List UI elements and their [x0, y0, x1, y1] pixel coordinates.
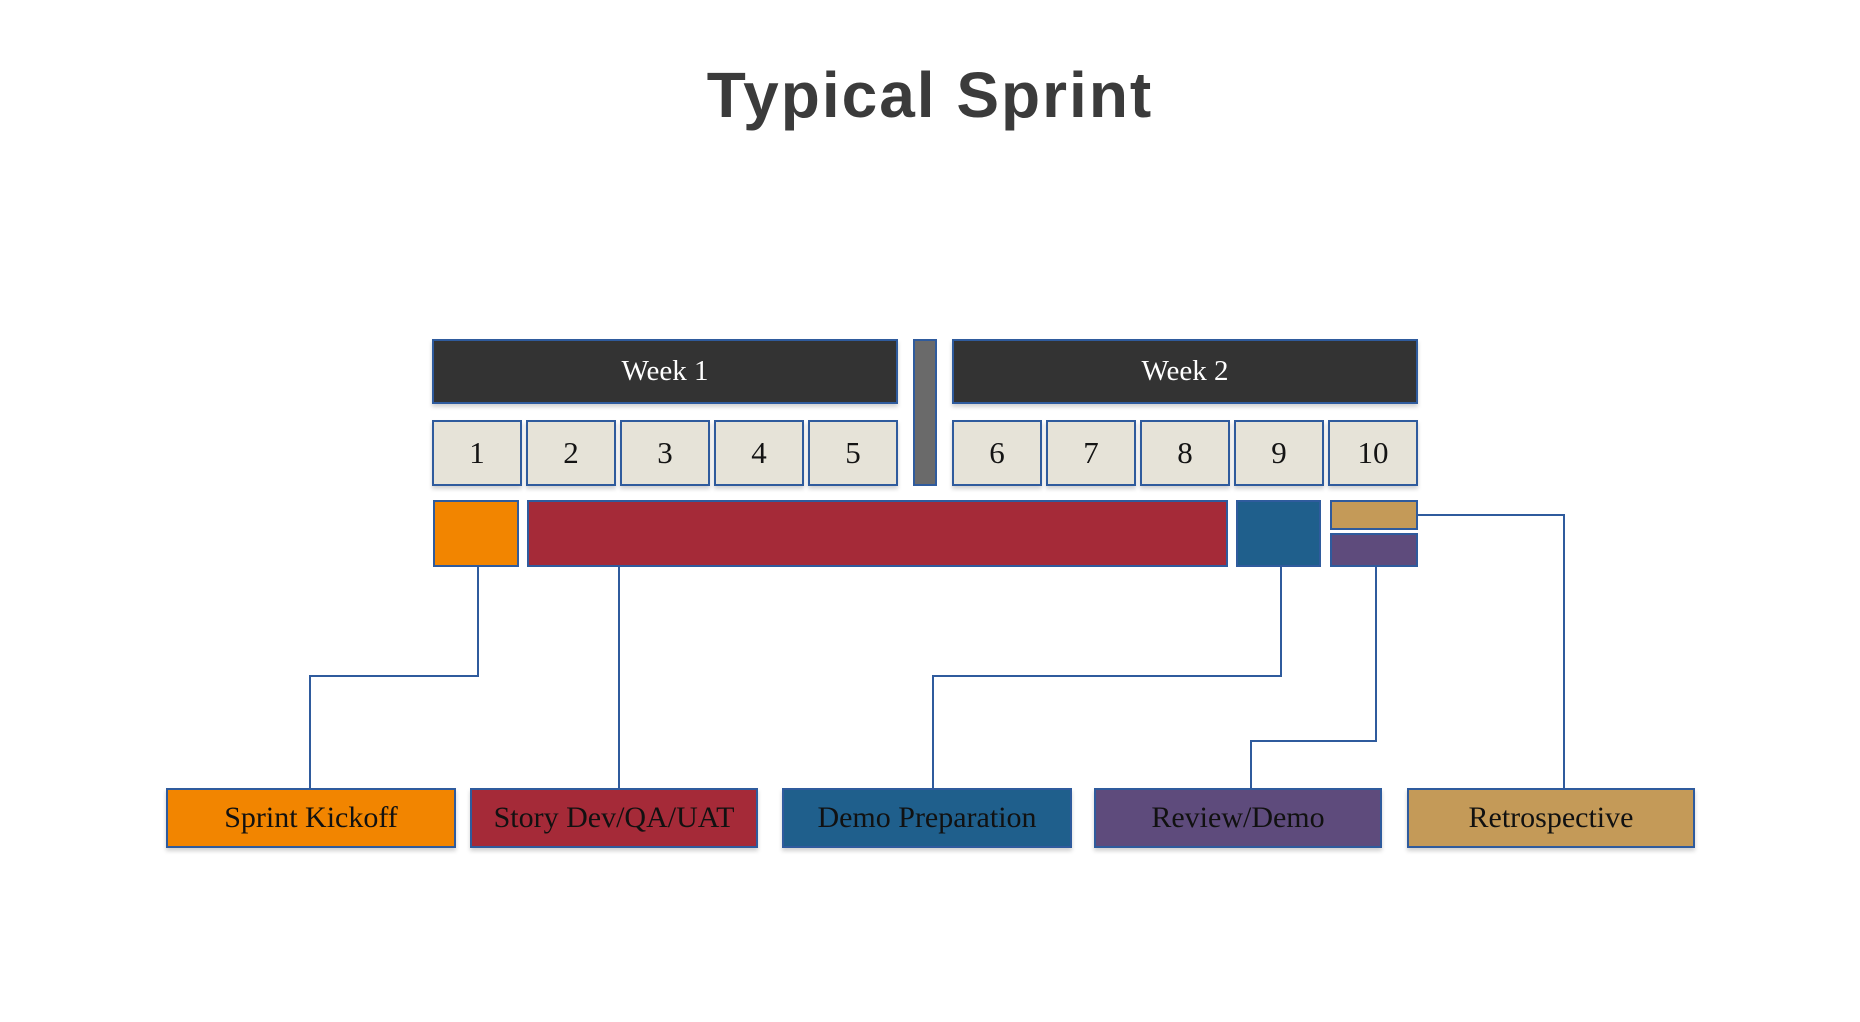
activity-bar-review-demo	[1330, 533, 1418, 567]
activity-bar-story-dev-qa-uat	[527, 500, 1228, 567]
day-cell-4: 4	[714, 420, 804, 486]
connector-segment	[1375, 567, 1377, 742]
day-cell-9: 9	[1234, 420, 1324, 486]
connector-segment	[477, 567, 479, 677]
day-cell-10: 10	[1328, 420, 1418, 486]
day-cell-6: 6	[952, 420, 1042, 486]
connector-segment	[309, 675, 479, 677]
legend-review-demo: Review/Demo	[1094, 788, 1382, 848]
legend-retrospective: Retrospective	[1407, 788, 1695, 848]
connector-segment	[1250, 740, 1377, 742]
connector-segment	[932, 675, 1282, 677]
connector-segment	[1280, 567, 1282, 677]
day-cell-8: 8	[1140, 420, 1230, 486]
connector-segment	[309, 675, 311, 788]
activity-bar-retrospective	[1330, 500, 1418, 530]
day-cell-3: 3	[620, 420, 710, 486]
week-separator	[913, 339, 937, 486]
activity-bar-demo-preparation	[1236, 500, 1321, 567]
page-title: Typical Sprint	[706, 59, 1154, 131]
connector-segment	[618, 567, 620, 788]
connector-segment	[1418, 514, 1565, 516]
day-cell-7: 7	[1046, 420, 1136, 486]
connector-segment	[932, 675, 934, 788]
day-cell-5: 5	[808, 420, 898, 486]
legend-story-dev-qa-uat: Story Dev/QA/UAT	[470, 788, 758, 848]
activity-bar-sprint-kickoff	[433, 500, 519, 567]
week-2-header: Week 2	[952, 339, 1418, 404]
legend-demo-preparation: Demo Preparation	[782, 788, 1072, 848]
connector-segment	[1250, 740, 1252, 788]
legend-sprint-kickoff: Sprint Kickoff	[166, 788, 456, 848]
week-1-header: Week 1	[432, 339, 898, 404]
connector-segment	[1563, 514, 1565, 788]
day-cell-2: 2	[526, 420, 616, 486]
day-cell-1: 1	[432, 420, 522, 486]
